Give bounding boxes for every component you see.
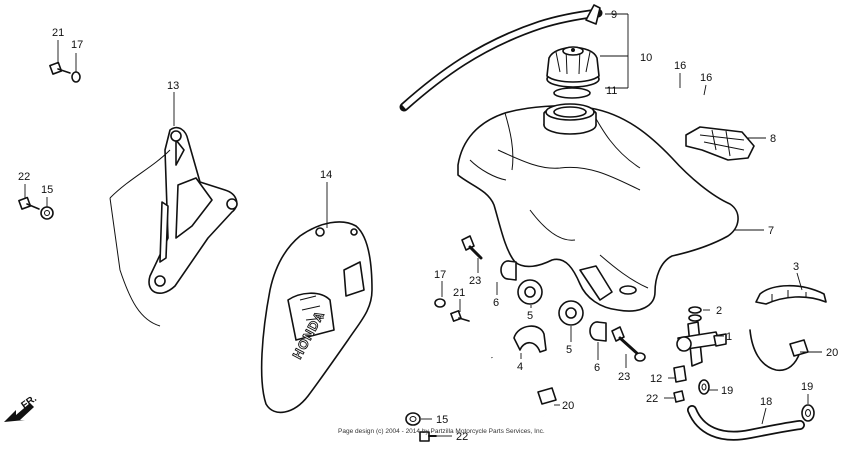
screen-12 <box>673 365 687 383</box>
fastener-bolt-22-left <box>18 196 40 210</box>
copyright-notice: Page design (c) 2004 - 2014 by Partzilla… <box>338 428 545 435</box>
tube-clip-19-valve <box>698 379 710 395</box>
callout-20-right: 20 <box>826 347 838 359</box>
callout-5-upper: 5 <box>527 310 533 322</box>
callout-11: 11 <box>606 85 617 97</box>
fastener-bolt-21-top <box>49 61 71 75</box>
fuel-tube <box>687 405 805 441</box>
washer-17-mid <box>434 298 446 308</box>
callout-22-left: 22 <box>18 171 30 183</box>
callout-23-lower: 23 <box>618 371 630 383</box>
bolt-23-lower <box>611 326 646 362</box>
callout-22-bottom: 22 <box>456 431 468 443</box>
callout-16-left: 16 <box>674 60 686 72</box>
fastener-bolt-21-mid <box>450 310 470 322</box>
side-cover-left: HONDA <box>260 221 373 414</box>
screw-22-valve <box>673 390 685 403</box>
callout-17-mid: 17 <box>434 269 446 281</box>
tube-clip-19-right <box>801 404 815 422</box>
callout-23-upper: 23 <box>469 275 481 287</box>
cap-gasket <box>553 87 591 99</box>
collar-6-upper <box>500 260 517 281</box>
collar-6-lower <box>589 321 607 342</box>
breather-tube <box>399 4 603 112</box>
callout-3: 3 <box>793 261 799 273</box>
callout-16-right: 16 <box>700 72 712 84</box>
callout-12: 12 <box>650 373 662 385</box>
mount-rubber-4 <box>513 325 547 353</box>
leader-lines <box>24 13 822 437</box>
callout-18: 18 <box>760 396 772 408</box>
bolt-22-bottom <box>419 431 437 442</box>
side-cover-bracket <box>109 126 238 327</box>
callout-15-bottom: 15 <box>436 414 448 426</box>
callout-21-top: 21 <box>52 27 64 39</box>
fuel-cap <box>546 46 600 88</box>
tank-band-20-right <box>749 329 809 372</box>
bolt-23-upper <box>461 235 483 260</box>
cushion-5-upper <box>517 279 543 305</box>
callout-numbers: 9 10 11 21 17 13 22 15 14 16 16 8 7 3 2 … <box>18 9 838 443</box>
cushion-5-lower <box>558 300 584 326</box>
washer-17-top <box>71 71 81 83</box>
callout-20-lower: 20 <box>562 400 574 412</box>
callout-17-top: 17 <box>71 39 83 51</box>
callout-10: 10 <box>640 52 652 64</box>
callout-6-lower: 6 <box>594 362 600 374</box>
collar-15-bottom <box>405 412 421 426</box>
fuel-tank <box>457 103 739 312</box>
tank-band-20-lower <box>490 357 557 420</box>
callout-19-right: 19 <box>801 381 813 393</box>
collar-15-left <box>40 206 54 220</box>
callout-9: 9 <box>611 9 617 21</box>
callout-14: 14 <box>320 169 332 181</box>
callout-7: 7 <box>768 225 774 237</box>
callout-21-mid: 21 <box>453 287 465 299</box>
mount-rubber-3 <box>755 284 827 305</box>
o-ring-2 <box>688 306 702 314</box>
callout-19-valve: 19 <box>721 385 733 397</box>
callout-1: 1 <box>726 331 732 343</box>
callout-8: 8 <box>770 133 776 145</box>
callout-15-left: 15 <box>41 184 53 196</box>
fuel-tank-bracket <box>685 126 755 161</box>
callout-13: 13 <box>167 80 179 92</box>
front-direction-arrow: FR. <box>4 393 39 422</box>
callout-6-upper: 6 <box>493 297 499 309</box>
fuel-valve <box>676 314 727 367</box>
callout-4: 4 <box>517 361 523 373</box>
callout-2: 2 <box>716 305 722 317</box>
callout-5-lower: 5 <box>566 344 572 356</box>
front-direction-label: FR. <box>19 393 39 411</box>
callout-22-valve: 22 <box>646 393 658 405</box>
